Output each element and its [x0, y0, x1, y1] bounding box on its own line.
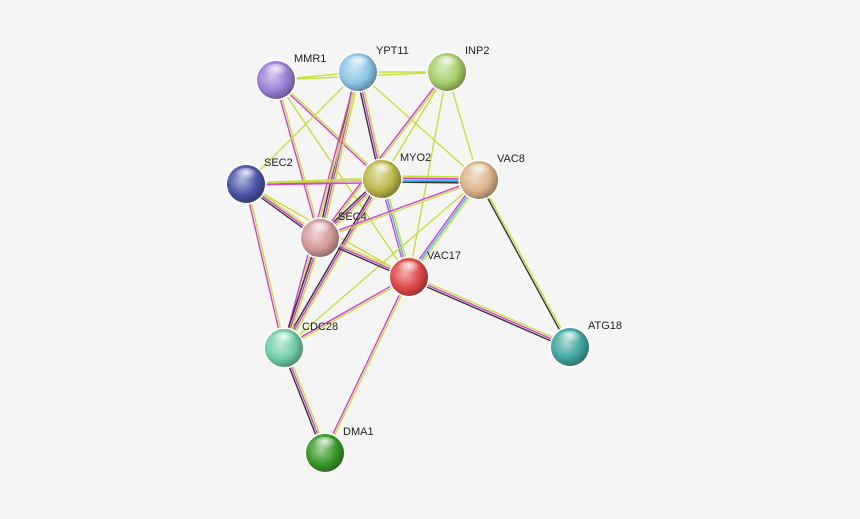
node-outline: [458, 159, 500, 201]
node-label: INP2: [465, 45, 489, 57]
edge-line-experiments: [274, 80, 320, 239]
edge-myo2-cdc28: [281, 177, 385, 350]
node-outline: [255, 59, 297, 101]
edge-line-text-mining: [285, 179, 385, 350]
edge-inp2-sec4: [318, 70, 449, 240]
edge-line-experiments: [318, 70, 447, 238]
edge-vac17-cdc28: [283, 275, 410, 350]
edge-inp2-vac17: [408, 71, 448, 278]
node-outline: [304, 432, 346, 474]
node-outline: [263, 327, 305, 369]
edge-line-coexpression: [407, 278, 570, 350]
edge-line-experiments: [274, 80, 382, 181]
node-label: ATG18: [588, 320, 622, 332]
node-outline: [225, 163, 267, 205]
edge-line-experiments: [283, 275, 409, 348]
node-gloss: [313, 436, 337, 453]
edge-line-experiments: [319, 178, 479, 238]
node-mmr1[interactable]: MMR1: [255, 53, 326, 101]
edge-line-text-mining: [409, 274, 572, 346]
node-inp2[interactable]: INP2: [426, 45, 489, 93]
node-vac8[interactable]: VAC8: [458, 153, 525, 201]
edge-vac8-atg18: [477, 179, 572, 348]
edge-line-text-mining: [275, 79, 410, 278]
node-gloss: [234, 167, 258, 184]
node-outline: [549, 326, 591, 368]
edge-line-text-mining: [246, 183, 286, 348]
node-gloss: [467, 163, 491, 180]
node-cdc28[interactable]: CDC28: [263, 321, 338, 369]
edge-vac17-atg18: [407, 274, 572, 350]
node-label: YPT11: [376, 45, 409, 57]
edge-line-coexpression: [477, 180, 570, 348]
node-label: CDC28: [302, 321, 338, 333]
node-label: SEC4: [338, 211, 367, 223]
edge-sec2-cdc28: [244, 183, 286, 349]
edge-vac8-cdc28: [283, 179, 480, 349]
node-myo2[interactable]: MYO2: [361, 152, 431, 200]
node-ypt11[interactable]: YPT11: [337, 45, 409, 93]
edge-line-experiments: [244, 184, 284, 349]
node-outline: [388, 256, 430, 298]
node-gloss: [397, 260, 421, 277]
node-label: VAC8: [497, 153, 525, 165]
node-gloss: [264, 63, 288, 80]
node-gloss: [435, 55, 459, 72]
node-outline: [299, 217, 341, 259]
node-gloss: [558, 330, 582, 347]
node-outline: [337, 51, 379, 93]
edge-line-text-mining: [284, 277, 410, 350]
node-gloss: [346, 55, 370, 72]
edge-vac17-dma1: [323, 276, 411, 454]
node-sec4[interactable]: SEC4: [299, 211, 367, 259]
node-dma1[interactable]: DMA1: [304, 426, 374, 474]
node-outline: [361, 158, 403, 200]
node-atg18[interactable]: ATG18: [549, 320, 622, 368]
edge-line-text-mining: [357, 71, 480, 181]
edge-mmr1-sec4: [274, 79, 322, 239]
edge-line-text-mining: [276, 78, 384, 179]
edge-line-text-mining: [408, 71, 448, 278]
node-label: VAC17: [427, 250, 461, 262]
edge-line-text-mining: [320, 72, 449, 240]
edge-line-text-mining: [479, 179, 572, 347]
edge-line-experiments: [408, 276, 571, 348]
node-label: DMA1: [343, 426, 374, 438]
edge-line-experiments: [283, 237, 321, 349]
edge-line-text-mining: [245, 71, 359, 185]
edge-line-text-mining: [325, 277, 411, 454]
node-outline: [426, 51, 468, 93]
edge-mmr1-myo2: [274, 78, 384, 181]
node-label: MYO2: [400, 152, 431, 164]
edge-vac8-sec4: [319, 178, 480, 240]
edge-ypt11-vac8: [357, 71, 480, 181]
edge-line-experiments: [283, 178, 383, 349]
node-gloss: [272, 331, 296, 348]
edge-line-experiments: [323, 276, 409, 453]
node-sec2[interactable]: SEC2: [225, 157, 293, 205]
node-label: SEC2: [264, 157, 293, 169]
node-gloss: [308, 221, 332, 238]
edge-line-text-mining: [381, 71, 448, 180]
edge-ypt11-sec2: [245, 71, 359, 185]
edge-line-text-mining: [320, 180, 480, 240]
edge-inp2-myo2: [381, 71, 448, 180]
edge-line-text-mining: [276, 79, 322, 238]
edge-mmr1-vac17: [275, 79, 410, 278]
node-vac17[interactable]: VAC17: [388, 250, 461, 298]
node-gloss: [370, 162, 394, 179]
edge-line-coexpression: [281, 177, 381, 348]
edge-line-text-mining: [321, 72, 361, 239]
edge-line-experiments: [282, 71, 358, 348]
edge-line-text-mining: [283, 179, 480, 349]
node-label: MMR1: [294, 53, 326, 65]
edge-ypt11-cdc28: [282, 71, 360, 349]
